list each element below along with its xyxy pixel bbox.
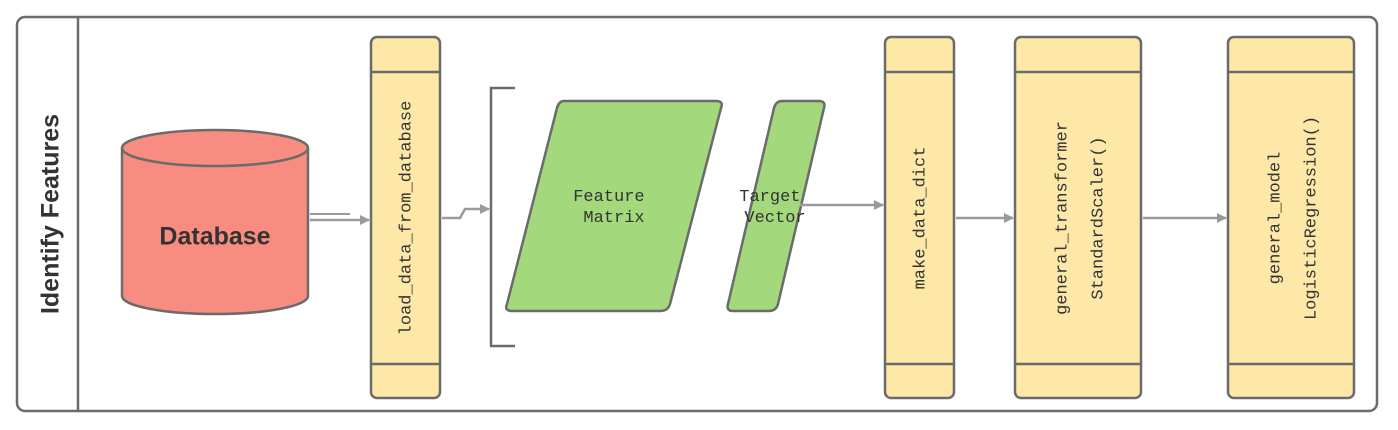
make-data-dict-label: make_data_dict — [911, 147, 930, 290]
target-vector-label: Target Vector — [739, 188, 810, 228]
arrow-database-to-load — [310, 213, 370, 225]
database-cylinder: Database — [120, 128, 310, 316]
general-transformer-label: general_transformer — [1053, 121, 1072, 315]
target-vector-shape: Target Vector — [726, 99, 826, 313]
feature-matrix-label: Feature Matrix — [573, 188, 655, 228]
load-data-step: load_data_from_database — [369, 35, 442, 400]
grouping-bracket — [489, 86, 515, 348]
logistic-regression-label: LogisticRegression() — [1302, 116, 1321, 320]
database-label: Database — [159, 223, 270, 251]
feature-matrix-shape: Feature Matrix — [504, 99, 724, 313]
arrow-load-to-bracket — [442, 204, 490, 220]
swimlane-title: Identify Features — [37, 114, 65, 314]
standard-scaler-label: StandardScaler() — [1089, 136, 1108, 299]
general-transformer-step: general_transformer StandardScaler() — [1013, 35, 1143, 400]
load-data-label: load_data_from_database — [397, 101, 416, 336]
make-data-dict-step: make_data_dict — [883, 35, 956, 400]
general-model-label: general_model — [1266, 152, 1285, 285]
general-model-step: general_model LogisticRegression() — [1226, 35, 1356, 400]
